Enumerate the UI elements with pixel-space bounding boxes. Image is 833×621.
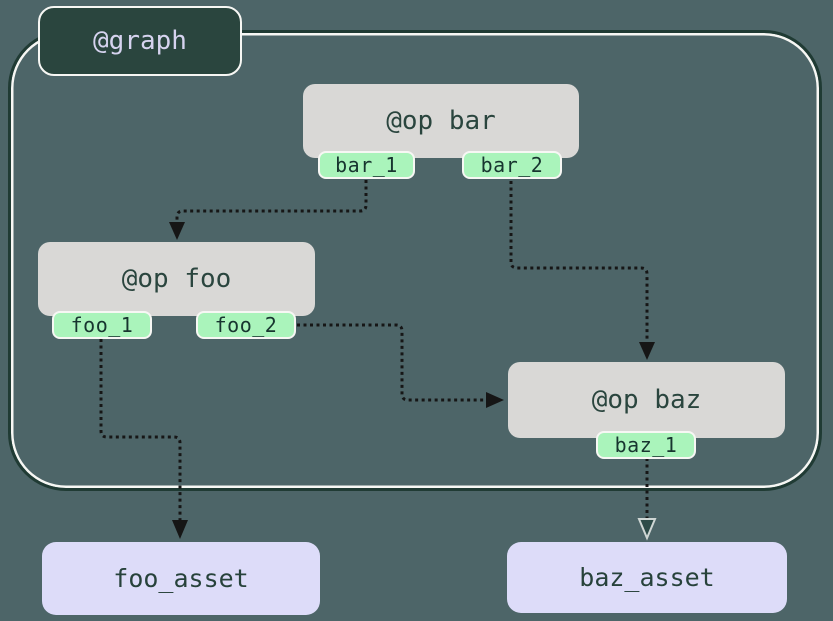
- asset-node-baz_asset: baz_asset: [507, 542, 787, 613]
- op-node-baz: @op baz baz_1: [508, 362, 785, 459]
- arrowhead-down-hollow-icon: [637, 518, 657, 541]
- arrowhead-down-icon: [639, 342, 655, 360]
- op-node-bar: @op bar bar_1 bar_2: [303, 84, 579, 179]
- arrowhead-down-icon: [169, 222, 185, 240]
- edge-bar_2-to-op-baz: [509, 181, 655, 360]
- edge-foo_2-to-op-baz: [297, 323, 504, 408]
- edge-baz_1-to-baz_asset: [637, 458, 657, 541]
- graph-label-text: @graph: [93, 26, 187, 56]
- graph-label: @graph: [38, 6, 242, 76]
- edge-bar_1-to-op-foo: [169, 180, 368, 240]
- output-tag-bar_2: bar_2: [462, 151, 562, 179]
- baz-asset-label: baz_asset: [579, 563, 715, 592]
- output-tag-foo_1: foo_1: [52, 311, 152, 339]
- graph-boundary: [8, 30, 822, 491]
- op-node-foo: @op foo foo_1 foo_2: [38, 242, 315, 339]
- edge-foo_1-to-foo_asset: [99, 339, 188, 539]
- output-tag-bar_1: bar_1: [318, 151, 415, 179]
- output-tag-baz_1: baz_1: [596, 431, 696, 459]
- arrowhead-right-icon: [486, 392, 504, 408]
- arrowhead-down-icon: [172, 520, 188, 539]
- op-bar-label: @op bar: [386, 106, 496, 136]
- asset-node-foo_asset: foo_asset: [42, 542, 320, 615]
- op-baz-label: @op baz: [591, 385, 702, 415]
- op-foo-label: @op foo: [121, 264, 232, 294]
- output-tag-foo_2: foo_2: [196, 311, 296, 339]
- foo-asset-label: foo_asset: [113, 564, 249, 593]
